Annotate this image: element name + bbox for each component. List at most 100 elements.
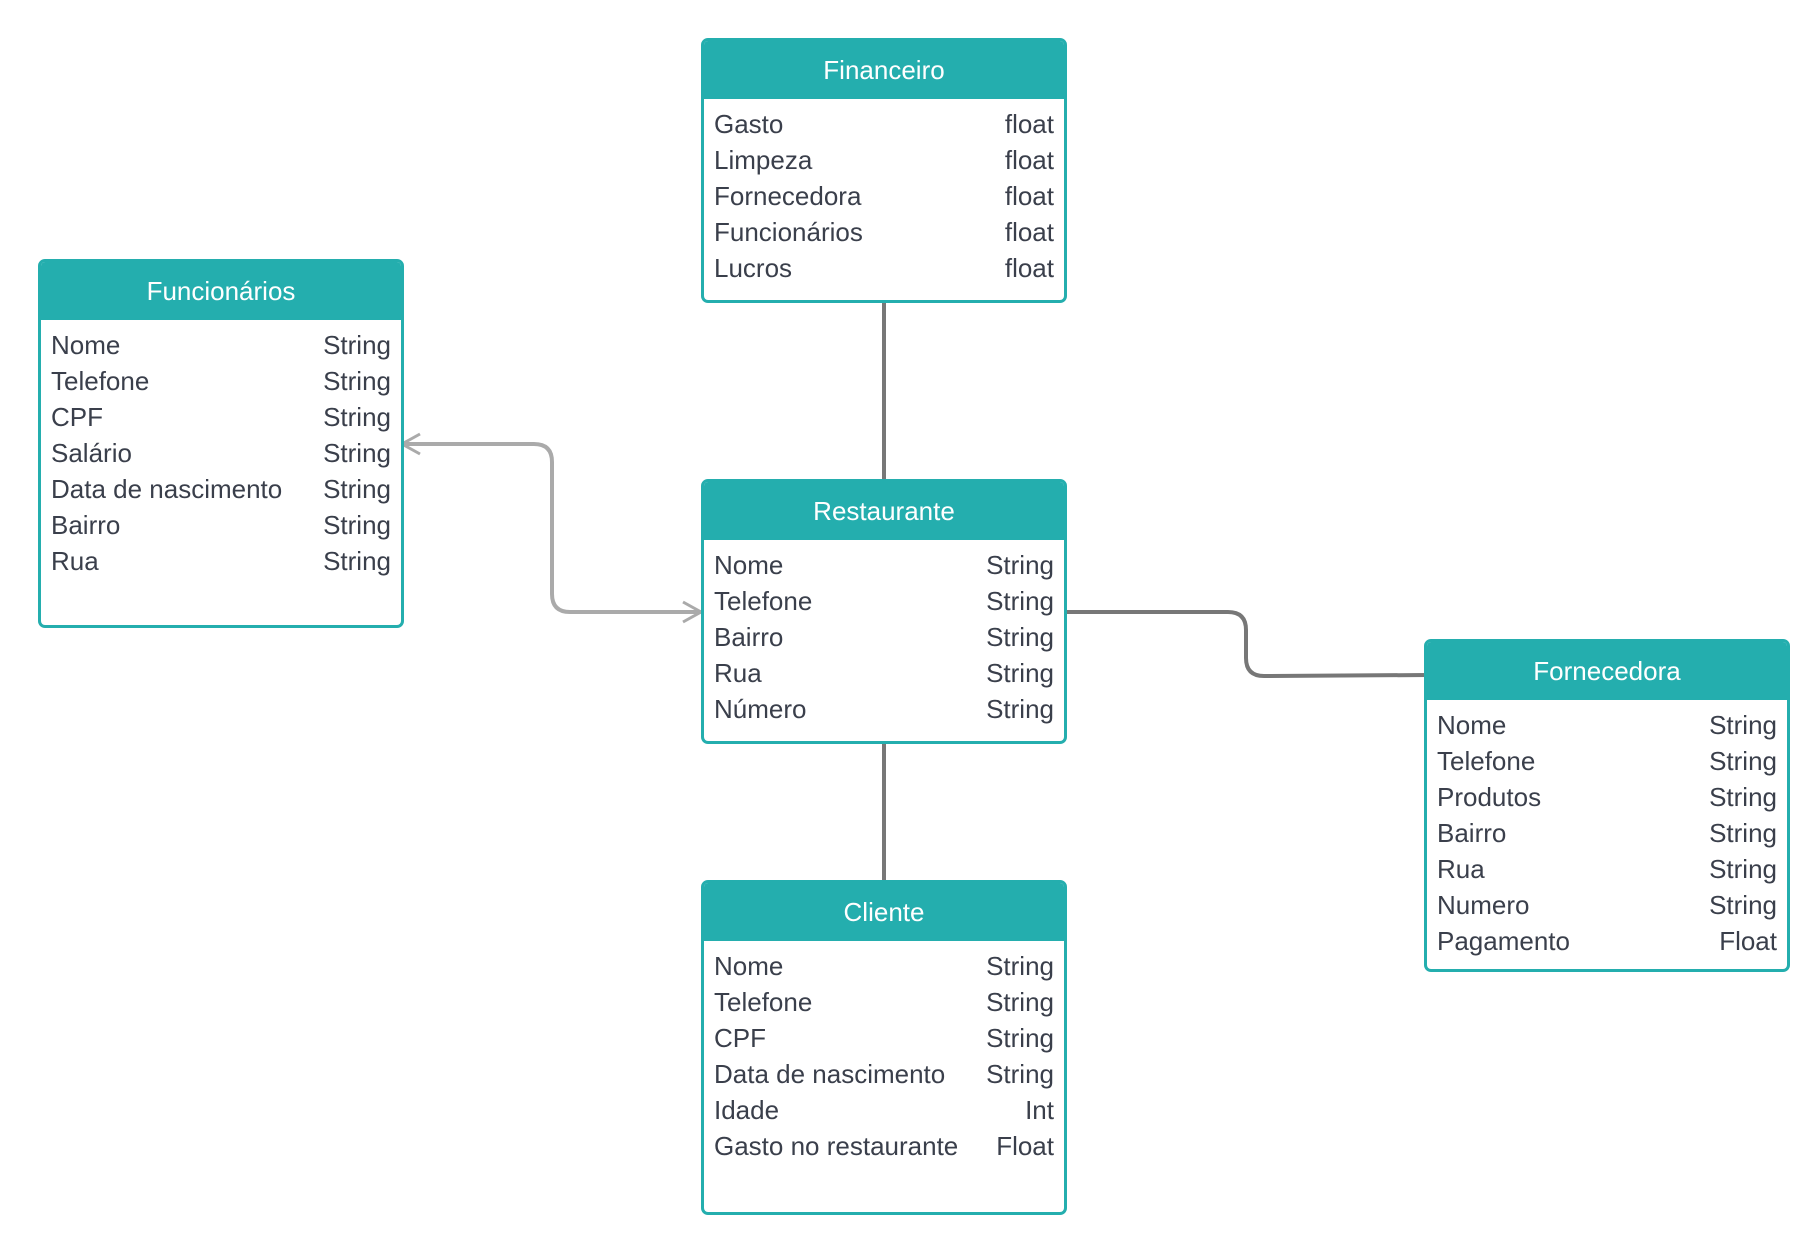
attribute-row: Rua String [714,655,1054,691]
attribute-type: String [323,366,391,396]
attribute-type: String [986,1023,1054,1053]
attribute-type: String [986,694,1054,724]
attribute-row: Limpeza float [714,142,1054,178]
attribute-row: Idade Int [714,1092,1054,1128]
attribute-type: String [986,1059,1054,1089]
attribute-row: Data de nascimento String [51,471,391,507]
attribute-row: CPF String [51,399,391,435]
attribute-type: String [323,402,391,432]
entity-cliente-title: Cliente [704,883,1064,941]
attribute-type: String [1709,818,1777,848]
attribute-type: String [986,586,1054,616]
attribute-name: Produtos [1437,782,1542,812]
attribute-type: String [323,474,391,504]
attribute-row: Rua String [1437,851,1777,887]
attribute-name: Bairro [51,510,121,540]
attribute-name: Rua [714,658,762,688]
attribute-row: Rua String [51,543,391,579]
attribute-name: Salário [51,438,132,468]
attribute-type: String [1709,746,1777,776]
attribute-row: Numero String [1437,887,1777,923]
attribute-type: String [1709,710,1777,740]
attribute-row: Nome String [51,327,391,363]
attribute-type: Float [996,1131,1054,1161]
attribute-name: Numero [1437,890,1530,920]
entity-financeiro-title: Financeiro [704,41,1064,99]
attribute-name: Nome [714,550,784,580]
attribute-row: Pagamento Float [1437,923,1777,959]
attribute-name: Telefone [714,586,813,616]
attribute-type: String [323,546,391,576]
attribute-type: String [986,658,1054,688]
attribute-row: Produtos String [1437,779,1777,815]
attribute-row: Telefone String [714,984,1054,1020]
crows-foot-restaurante-end [682,600,705,624]
attribute-type: String [323,510,391,540]
attribute-row: Nome String [714,948,1054,984]
attribute-name: Pagamento [1437,926,1570,956]
entity-cliente[interactable]: Cliente Nome String Telefone String CPF … [701,880,1067,1215]
attribute-row: Telefone String [51,363,391,399]
attribute-name: Nome [1437,710,1507,740]
attribute-row: CPF String [714,1020,1054,1056]
attribute-row: Telefone String [714,583,1054,619]
attribute-type: float [1004,181,1054,211]
attribute-name: Bairro [1437,818,1507,848]
attribute-row: Bairro String [51,507,391,543]
attribute-name: Número [714,694,807,724]
attribute-row: Gasto no restaurante Float [714,1128,1054,1164]
attribute-type: Int [1025,1095,1054,1125]
attribute-type: String [1709,854,1777,884]
attribute-type: String [986,550,1054,580]
attribute-type: String [323,330,391,360]
attribute-name: Rua [1437,854,1485,884]
entity-fornecedora[interactable]: Fornecedora Nome String Telefone String … [1424,639,1790,972]
entity-restaurante[interactable]: Restaurante Nome String Telefone String … [701,479,1067,744]
attribute-row: Número String [714,691,1054,727]
attribute-type: String [1709,782,1777,812]
attribute-name: Fornecedora [714,181,862,211]
attribute-type: Float [1719,926,1777,956]
attribute-row: Bairro String [714,619,1054,655]
attribute-name: Data de nascimento [51,474,283,504]
entity-fornecedora-title: Fornecedora [1427,642,1787,700]
attribute-row: Nome String [714,547,1054,583]
attribute-name: Gasto [714,109,784,139]
attribute-row: Lucros float [714,250,1054,286]
attribute-type: String [323,438,391,468]
attribute-row: Fornecedora float [714,178,1054,214]
attribute-name: Lucros [714,253,793,283]
entity-financeiro[interactable]: Financeiro Gasto float Limpeza float For… [701,38,1067,303]
attribute-name: Limpeza [714,145,813,175]
attribute-name: CPF [51,402,103,432]
connector-funcionarios-restaurante [402,442,701,614]
attribute-type: float [1004,217,1054,247]
attribute-row: Salário String [51,435,391,471]
attribute-type: float [1004,109,1054,139]
attribute-row: Telefone String [1437,743,1777,779]
attribute-type: String [986,951,1054,981]
attribute-type: float [1004,253,1054,283]
attribute-type: String [986,622,1054,652]
attribute-name: Nome [714,951,784,981]
attribute-type: String [986,987,1054,1017]
attribute-row: Funcionários float [714,214,1054,250]
attribute-name: Telefone [1437,746,1536,776]
attribute-name: Bairro [714,622,784,652]
attribute-name: Rua [51,546,99,576]
attribute-row: Bairro String [1437,815,1777,851]
entity-funcionarios[interactable]: Funcionários Nome String Telefone String… [38,259,404,628]
attribute-row: Nome String [1437,707,1777,743]
attribute-row: Gasto float [714,106,1054,142]
attribute-name: Telefone [714,987,813,1017]
attribute-name: Telefone [51,366,150,396]
attribute-name: Funcionários [714,217,863,247]
attribute-type: float [1004,145,1054,175]
entity-restaurante-title: Restaurante [704,482,1064,540]
attribute-row: Data de nascimento String [714,1056,1054,1092]
connector-restaurante-fornecedora [1067,610,1429,679]
attribute-name: Gasto no restaurante [714,1131,959,1161]
attribute-type: String [1709,890,1777,920]
crows-foot-funcionarios-end [398,432,421,456]
